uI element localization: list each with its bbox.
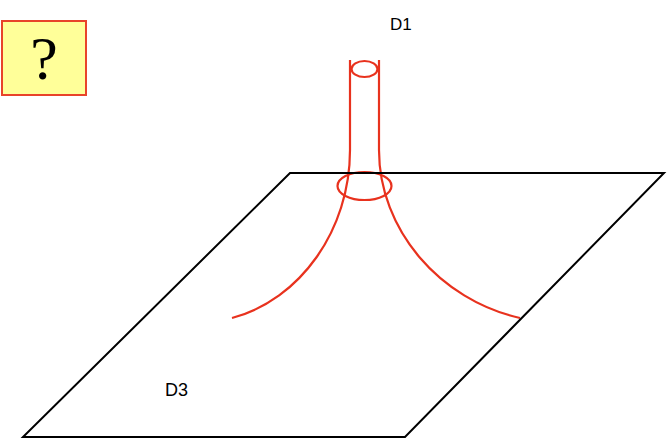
question-box: ?: [1, 20, 87, 96]
string-label: D1: [390, 15, 412, 35]
plane-edge: [23, 173, 664, 437]
spike-right-edge: [379, 60, 520, 318]
large-ring: [338, 172, 392, 200]
brane-label: D3: [165, 380, 188, 401]
d3-brane-plane: D3: [22, 172, 665, 438]
small-ring: [352, 61, 378, 77]
question-mark: ?: [30, 27, 58, 89]
spike-left-edge: [232, 60, 350, 318]
plane-outline: [22, 172, 665, 438]
